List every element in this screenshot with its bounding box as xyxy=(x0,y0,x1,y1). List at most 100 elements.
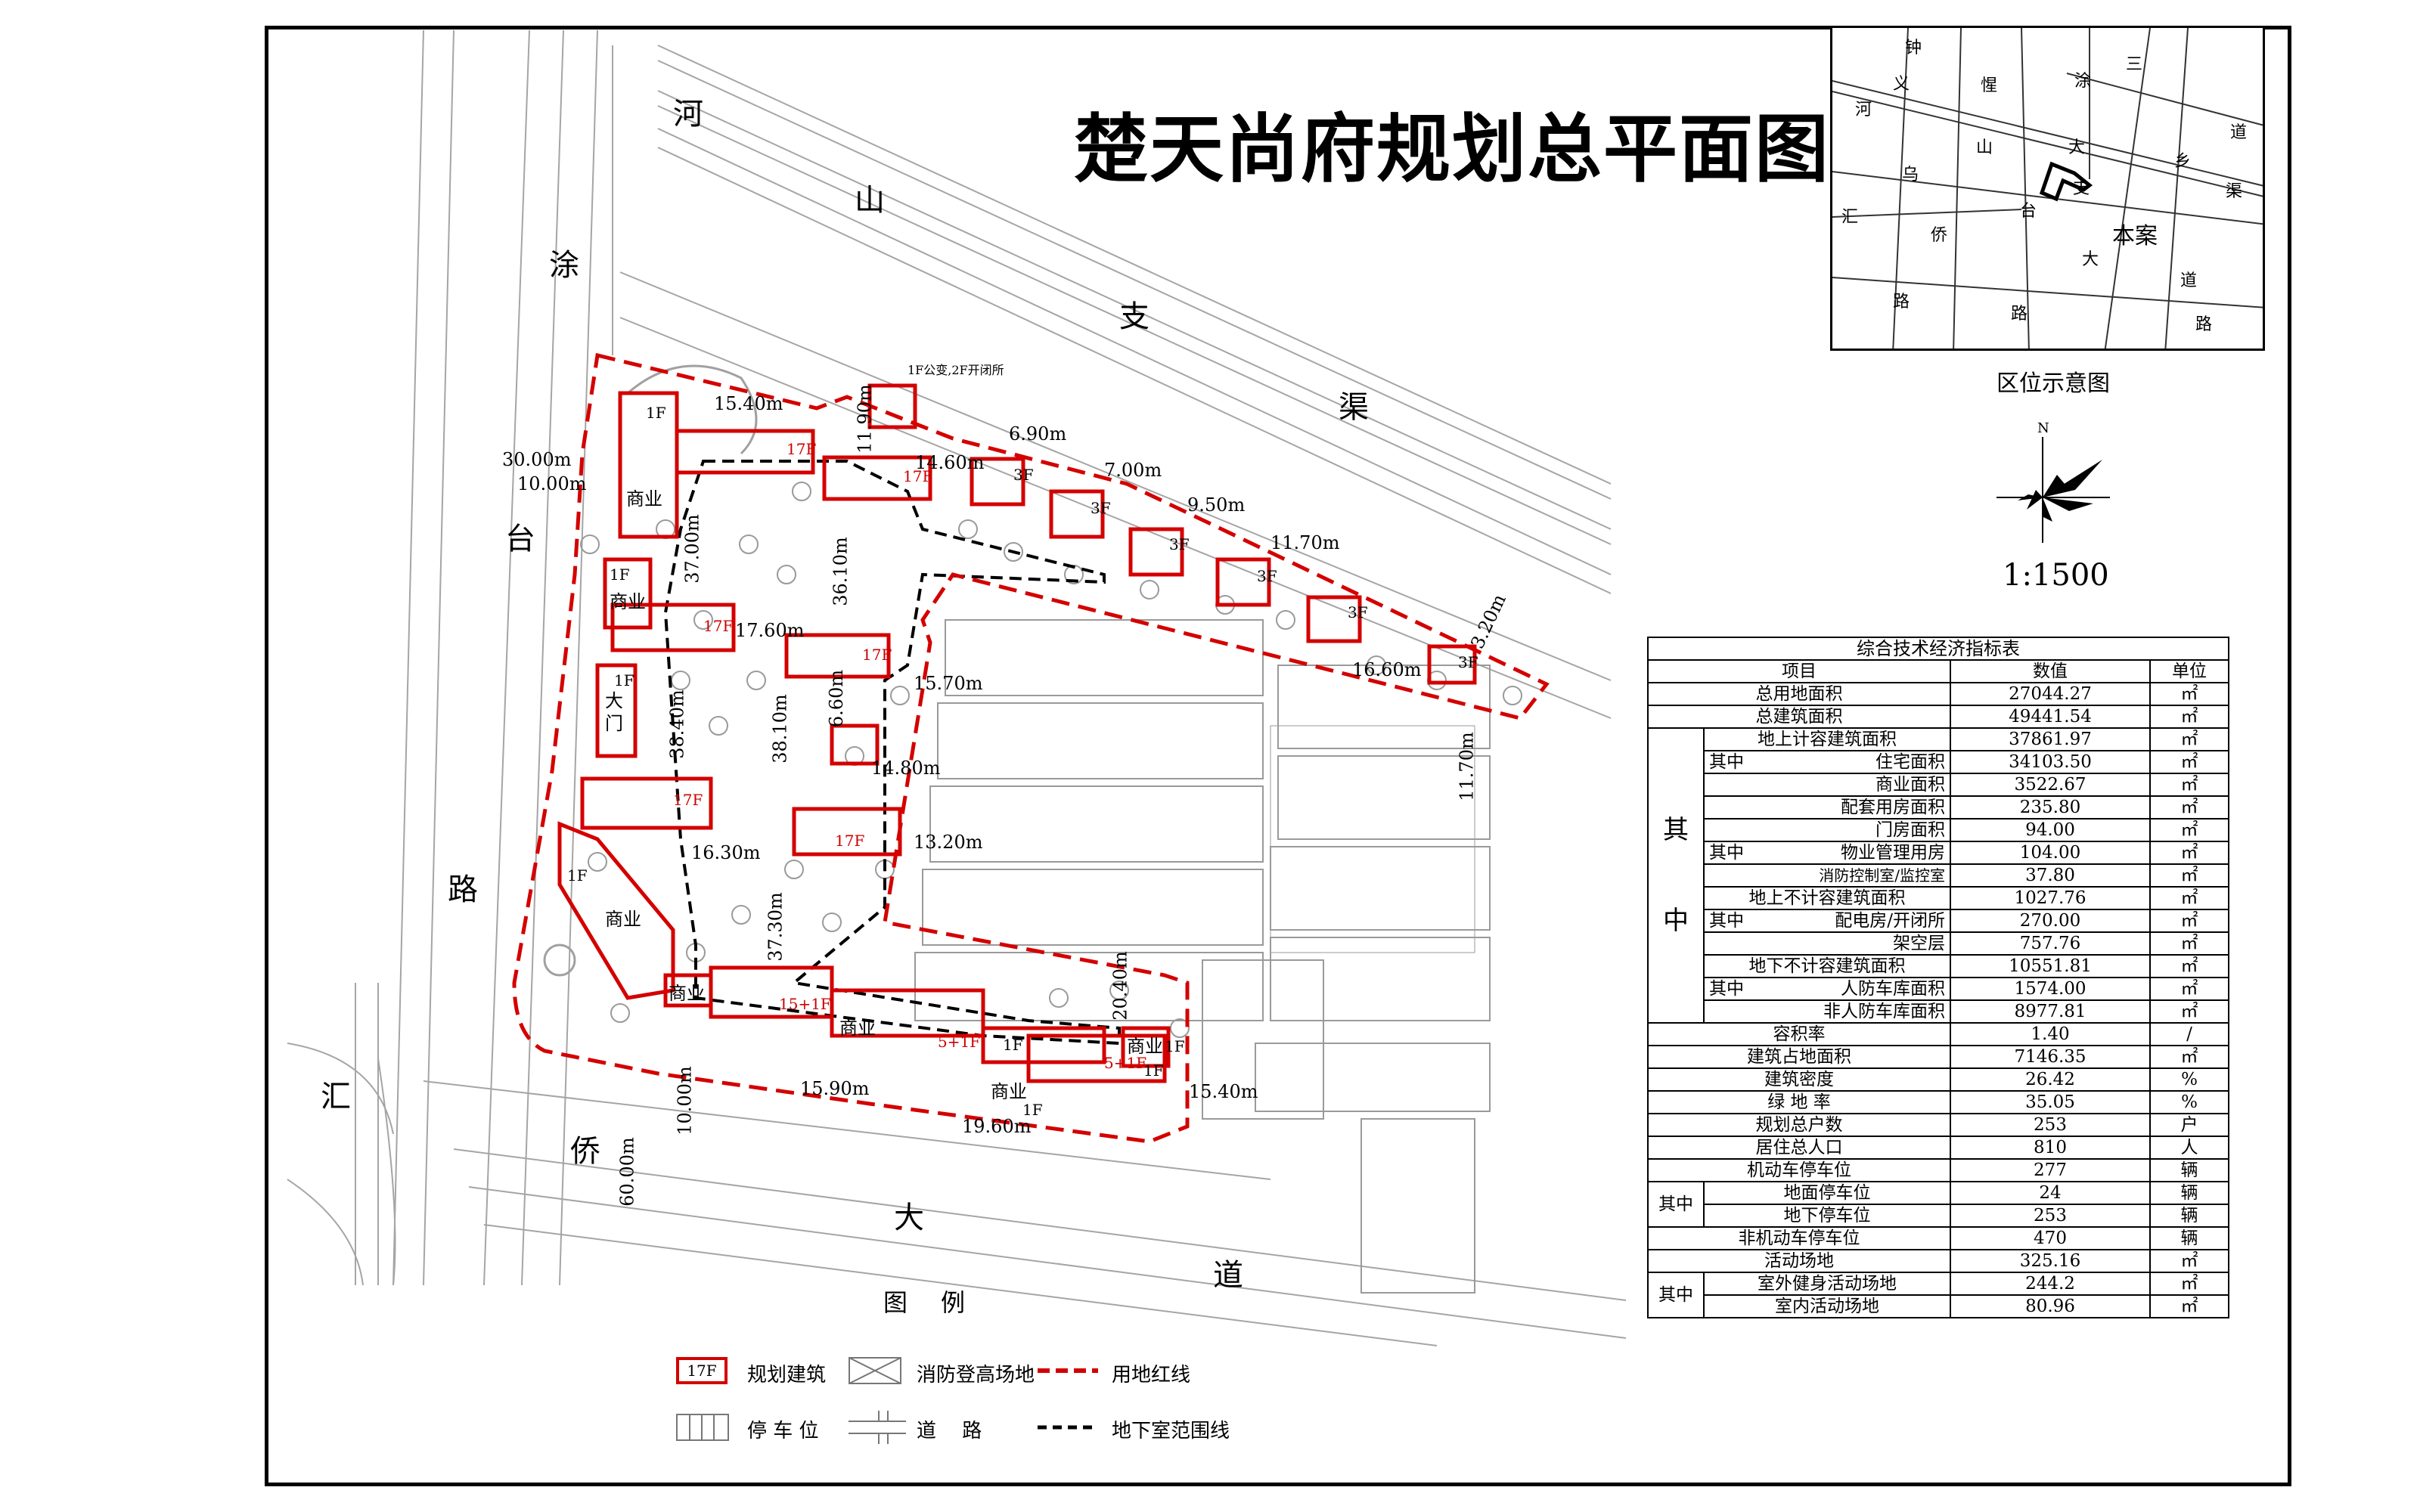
legend-title: 图例 xyxy=(883,1288,999,1317)
legend-fire-swatch xyxy=(849,1357,901,1384)
dim: 9.50m xyxy=(1187,494,1246,516)
road-label-he: 河 xyxy=(673,97,703,132)
table-header: 单位 xyxy=(2149,659,2229,683)
building-floors: 1F xyxy=(567,866,588,885)
building-floors: 17F xyxy=(786,440,817,458)
building-floors: 1F xyxy=(614,671,634,689)
dim: 17.60m xyxy=(735,620,805,641)
building-commercial-w1 xyxy=(603,557,653,630)
building-substation xyxy=(867,383,917,429)
building-floors: 5+1F xyxy=(938,1033,981,1051)
planned-buildings xyxy=(557,383,1477,1083)
villa-1 xyxy=(970,457,1025,507)
dim: 16.60m xyxy=(1352,659,1422,680)
dim: 37.30m xyxy=(765,892,786,962)
road-label-qiao: 侨 xyxy=(570,1134,600,1169)
building-floors: 15+1F xyxy=(779,995,831,1013)
dim: 11.70m xyxy=(1270,532,1340,553)
commercial-label: 商业 xyxy=(610,591,646,612)
dim: 15.40m xyxy=(1189,1081,1258,1102)
road-label-zhi: 支 xyxy=(1119,299,1150,334)
building-floors: 1F xyxy=(1022,1101,1043,1119)
building-floors: 17F xyxy=(835,832,865,850)
dim: 7.00m xyxy=(1104,460,1162,481)
villa-3 xyxy=(1128,527,1184,577)
page-title: 楚天尚府规划总平面图 xyxy=(1074,107,1831,193)
dim: 6.90m xyxy=(1009,423,1067,445)
legend-road-label: 道 路 xyxy=(917,1420,982,1442)
road-lines xyxy=(287,29,1627,1346)
location-map-lines xyxy=(1832,28,2263,349)
dim: 14.80m xyxy=(871,758,941,779)
table-header: 项目 xyxy=(1647,659,1951,683)
building-floors: 17F xyxy=(862,646,892,664)
building-floors: 17F xyxy=(703,617,734,635)
legend-fire-label: 消防登高场地 xyxy=(917,1364,1035,1387)
building-floors: 1F xyxy=(1143,1061,1164,1080)
north-label: N xyxy=(2037,420,2049,436)
north-arrow-icon xyxy=(1996,437,2110,543)
building-17f-a xyxy=(675,429,815,475)
building-gate xyxy=(595,663,638,758)
dim: 19.60m xyxy=(962,1116,1032,1137)
substation-note: 1F公变,2F开闭所 xyxy=(908,363,1004,377)
road-label-hui: 汇 xyxy=(321,1080,351,1114)
road-label-dao: 道 xyxy=(1213,1258,1243,1293)
dim: 38.40m xyxy=(666,689,688,759)
commercial-label: 商业 xyxy=(839,1018,876,1039)
building-floors: 1F xyxy=(1003,1036,1023,1054)
dim: 16.30m xyxy=(691,842,761,863)
commercial-label: 商业 xyxy=(669,983,705,1004)
dim: 10.00m xyxy=(517,473,587,494)
villa-4 xyxy=(1215,557,1271,607)
dim: 11.70m xyxy=(1456,732,1478,801)
road-label-shan: 山 xyxy=(855,183,885,218)
building-5f-b xyxy=(1026,1033,1167,1083)
dim: 38.10m xyxy=(769,694,791,764)
legend-parking-label: 停 车 位 xyxy=(747,1420,819,1442)
dim: 11.90m xyxy=(854,384,876,454)
site-red-line xyxy=(512,352,1550,1144)
location-map: 钟 义 惺 涂 三 河 山 大 道 乡 乌 支 渠 汇 台 侨 本案 大 路 道… xyxy=(1830,26,2265,351)
building-17f-d xyxy=(784,633,891,679)
villa-floors: 3F xyxy=(1348,603,1368,621)
legend-building-label: 规划建筑 xyxy=(747,1364,827,1387)
villa-floors: 3F xyxy=(1013,466,1034,484)
building-floors: 17F xyxy=(673,791,703,809)
road-label-lu: 路 xyxy=(448,872,478,907)
building-commercial-sw xyxy=(557,821,675,1000)
dim: 14.60m xyxy=(915,452,985,473)
commercial-label: 商业 xyxy=(626,488,662,510)
drawing-frame xyxy=(265,26,2291,1486)
location-map-caption: 区位示意图 xyxy=(1996,370,2110,397)
road-label-qu: 渠 xyxy=(1339,390,1369,425)
legend-redline-swatch xyxy=(1038,1368,1098,1373)
legend-road-swatch xyxy=(849,1411,906,1444)
table-header: 数值 xyxy=(1950,659,2151,683)
legend-building-swatch: 17F xyxy=(676,1357,728,1384)
legend-parking-swatch xyxy=(676,1414,729,1441)
building-17f-f xyxy=(792,807,902,857)
villa-floors: 3F xyxy=(1091,499,1111,517)
building-floors: 5+1F xyxy=(1104,1054,1147,1072)
dim: 13.20m xyxy=(914,832,983,853)
